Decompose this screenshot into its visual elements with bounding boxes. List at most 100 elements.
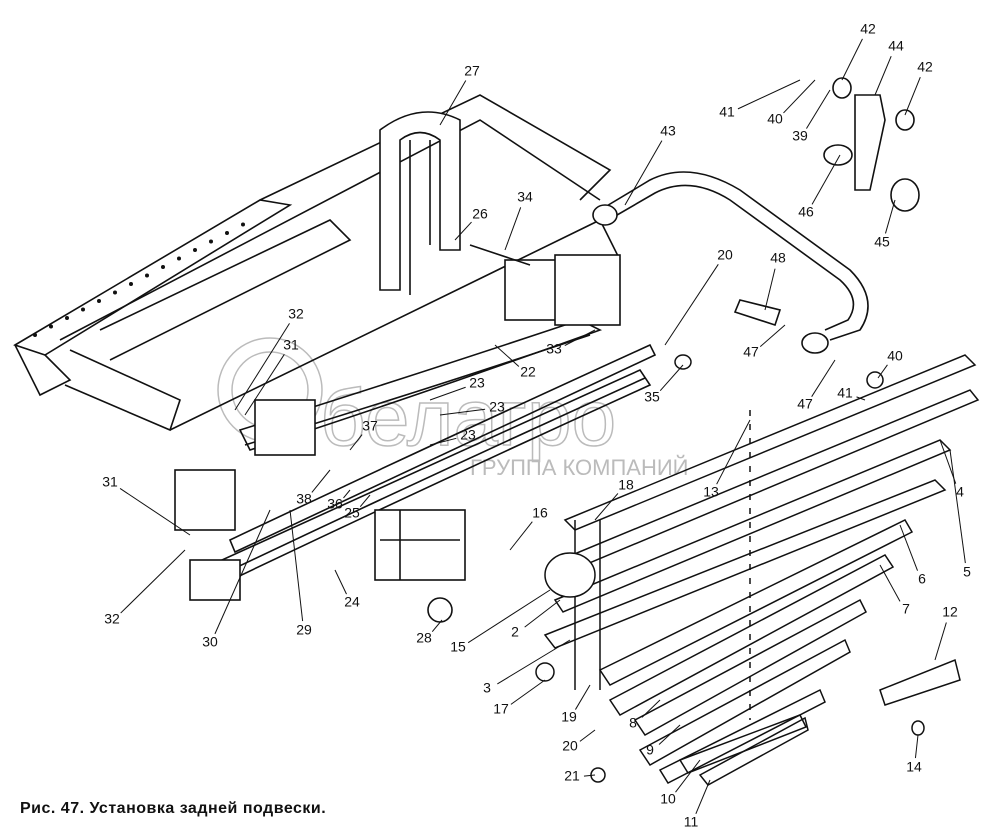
callout-label: 2 [511, 624, 519, 640]
frame-hole [225, 231, 229, 235]
watermark-subtitle: ГРУППА КОМПАНИЙ [470, 455, 689, 480]
frame-hole [241, 222, 245, 227]
callout-label: 33 [546, 341, 562, 357]
leader-line [716, 419, 751, 485]
leader-line [914, 734, 919, 759]
leader-line [783, 79, 816, 114]
leader-line [429, 437, 457, 446]
figure-caption: Рис. 47. Установка задней подвески. [20, 800, 327, 817]
leader-line [359, 494, 371, 508]
callout-label: 37 [362, 418, 378, 434]
leader-line [334, 569, 347, 595]
callout-label: 29 [296, 622, 312, 638]
leader-line [504, 207, 522, 251]
leader-line [874, 55, 892, 96]
leader-line [510, 679, 546, 705]
callout-label: 43 [660, 123, 676, 139]
callout-label: 35 [644, 389, 660, 405]
leader-line [524, 599, 561, 628]
leader-line [583, 774, 596, 777]
callout-label: 32 [288, 306, 304, 322]
callout-label: 18 [618, 477, 634, 493]
callout-label: 24 [344, 594, 360, 610]
frame-hole [113, 290, 117, 295]
callout-label: 41 [837, 385, 853, 401]
frame-hole [193, 248, 197, 252]
callout-label: 26 [472, 206, 488, 222]
callout-label: 7 [902, 601, 910, 617]
leader-line [879, 564, 901, 602]
callout-label: 42 [917, 59, 933, 75]
callout-label: 15 [450, 639, 466, 655]
leader-line [658, 724, 681, 745]
stabilizer-bar [592, 77, 920, 354]
leader-line [806, 89, 831, 129]
spring-leaves [535, 354, 980, 786]
callout-label: 11 [684, 814, 699, 830]
callout-label: 40 [767, 111, 783, 127]
callout-label: 23 [460, 427, 476, 443]
leader-line [439, 80, 467, 126]
leader-line [811, 154, 841, 205]
leader-line [641, 699, 661, 718]
leader-line [659, 364, 684, 392]
frame-hole [65, 316, 69, 320]
leader-line [594, 493, 619, 521]
callout-label: 41 [719, 104, 735, 120]
frame-hole [81, 307, 85, 312]
callout-label: 46 [798, 204, 814, 220]
leader-line [579, 729, 596, 742]
callout-label: 13 [703, 484, 719, 500]
callout-label: 39 [792, 128, 808, 144]
frame-hole [177, 256, 181, 261]
callout-label: 40 [887, 348, 903, 364]
leader-line [899, 524, 919, 571]
callout-label: 31 [102, 474, 118, 490]
leader-line [841, 38, 863, 81]
callout-label: 44 [888, 38, 904, 54]
leader-line [343, 489, 351, 499]
frame-hole [49, 324, 53, 329]
callout-label: 34 [517, 189, 533, 205]
frame-hole [145, 273, 149, 278]
callout-label: 8 [629, 715, 637, 731]
leader-line [575, 684, 591, 710]
callout-label: 36 [327, 496, 343, 512]
leader-line [877, 364, 888, 379]
callout-label: 32 [104, 611, 120, 627]
callout-label: 47 [797, 396, 813, 412]
callout-label: 47 [743, 344, 759, 360]
callout-label: 14 [906, 759, 922, 775]
callout-label: 45 [874, 234, 890, 250]
callout-label: 10 [660, 791, 676, 807]
frame-hole [209, 239, 213, 244]
callout-label: 42 [860, 21, 876, 37]
leader-line [904, 77, 921, 116]
leaf-spring-assembly [174, 111, 657, 623]
callout-label: 48 [770, 250, 786, 266]
leader-line [811, 359, 836, 397]
leader-line [624, 140, 663, 206]
leader-line [737, 79, 801, 110]
frame-holes [33, 222, 245, 337]
leader-line [214, 509, 271, 635]
frame-rails [13, 94, 621, 432]
callout-label: 23 [489, 399, 505, 415]
leader-line [119, 488, 191, 536]
callout-label: 23 [469, 375, 485, 391]
callout-label: 25 [344, 505, 360, 521]
callout-label: 3 [483, 680, 491, 696]
leader-line [234, 323, 290, 411]
leader-line [856, 396, 866, 401]
leader-line [497, 639, 571, 685]
callout-label: 20 [562, 738, 578, 754]
leader-line [349, 434, 363, 451]
callout-label: 38 [296, 491, 312, 507]
leader-line [289, 509, 304, 622]
leader-lines [119, 38, 966, 815]
callout-label: 6 [918, 571, 926, 587]
callout-label: 16 [532, 505, 548, 521]
callout-label: 12 [942, 604, 958, 620]
